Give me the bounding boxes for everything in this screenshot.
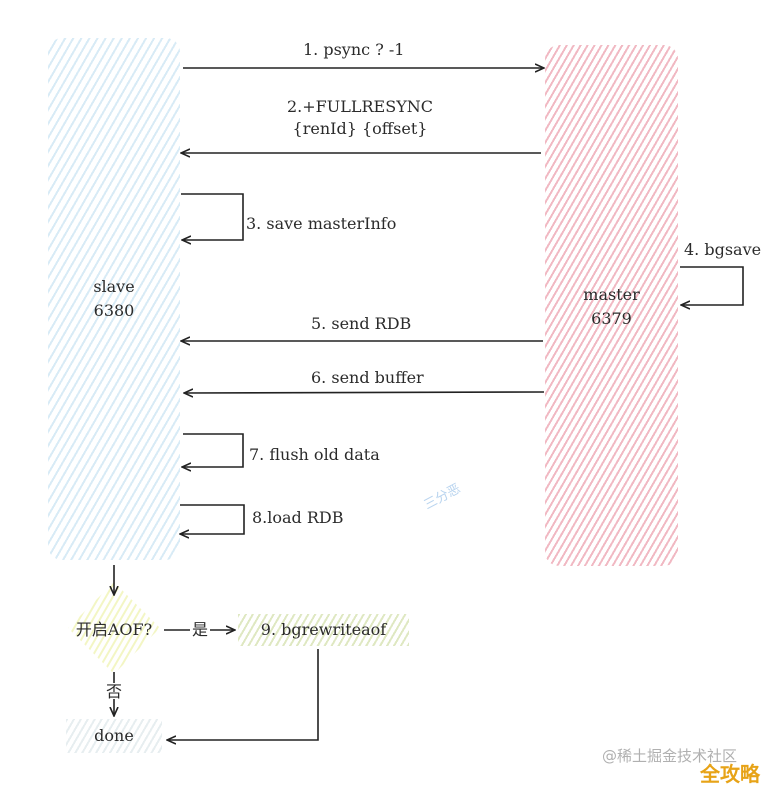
slave-port: 6380 [93, 301, 135, 320]
step-psync-label: 1. psync ? -1 [303, 40, 405, 59]
master-label: master 6379 [545, 283, 678, 331]
master-name: master [583, 285, 640, 304]
yes-branch-label: 是 [192, 620, 209, 639]
site-logo: 全攻略 [700, 762, 760, 786]
flush-old-data-loop [183, 433, 244, 467]
master-port: 6379 [591, 309, 632, 328]
step-load-rdb-label: 8.load RDB [252, 508, 344, 527]
no-branch-label: 否 [106, 682, 123, 701]
step-bgsave-label: 4. bgsave [684, 240, 762, 259]
step-save-master-info-label: 3. save masterInfo [246, 214, 397, 233]
bgrewriteaof-node [238, 614, 409, 646]
aof-decision-diamond [68, 582, 160, 674]
step-flush-old-data-label: 7. flush old data [249, 445, 380, 464]
step-send-rdb-label: 5. send RDB [311, 314, 412, 333]
done-label: done [94, 726, 134, 745]
fullresync-line2: {renId} {offset} [292, 119, 428, 138]
slave-label: slave 6380 [48, 275, 180, 323]
send-buffer-arrow [185, 392, 545, 393]
bgsave-loop [680, 266, 744, 305]
step-send-buffer-label: 6. send buffer [311, 368, 424, 387]
save-master-info-loop [181, 193, 244, 240]
aof-decision-label: 开启AOF? [75, 620, 153, 639]
step-fullresync-label: 2.+FULLRESYNC {renId} {offset} [268, 96, 452, 140]
fullresync-line1: 2.+FULLRESYNC [287, 97, 433, 116]
slave-node [48, 38, 180, 560]
master-node [545, 45, 678, 566]
load-rdb-loop [180, 504, 245, 534]
slave-name: slave [93, 277, 135, 296]
done-node [66, 719, 162, 753]
watermark-text: @稀土掘金技术社区 [602, 747, 738, 765]
rewrite-to-done-arrow [168, 649, 319, 740]
bgrewriteaof-label: 9. bgrewriteaof [260, 620, 387, 639]
